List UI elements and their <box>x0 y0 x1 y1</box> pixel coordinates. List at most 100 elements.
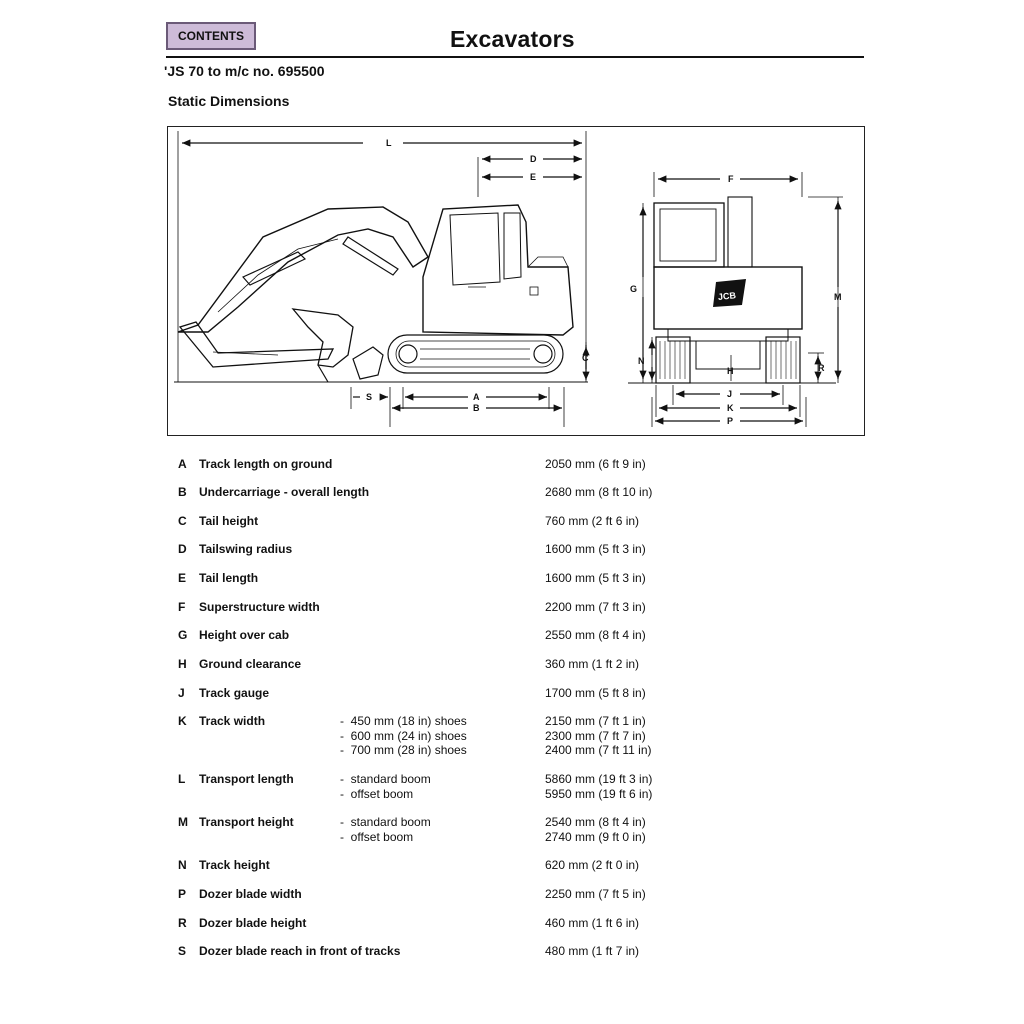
dim-label-e: E <box>530 172 536 182</box>
spec-values: 460 mm (1 ft 6 in) <box>545 916 639 931</box>
spec-value: 480 mm (1 ft 7 in) <box>545 944 640 958</box>
spec-values: 2050 mm (6 ft 9 in) <box>545 457 646 472</box>
spec-option: - standard boom <box>340 772 431 787</box>
spec-label: Dozer blade width <box>199 887 302 901</box>
spec-letter: K <box>178 714 187 728</box>
spec-values: 2250 mm (7 ft 5 in) <box>545 887 646 902</box>
spec-label: Track height <box>199 858 270 872</box>
spec-values: 1600 mm (5 ft 3 in) <box>545 571 646 586</box>
spec-option-text: standard boom <box>350 772 431 786</box>
spec-value: 5860 mm (19 ft 3 in) <box>545 772 653 786</box>
spec-option-text: 450 mm (18 in) shoes <box>350 714 467 728</box>
spec-values: 1700 mm (5 ft 8 in) <box>545 686 646 701</box>
spec-letter: F <box>178 600 186 614</box>
spec-letter: E <box>178 571 187 585</box>
spec-value: 2050 mm (6 ft 9 in) <box>545 457 646 471</box>
spec-label: Dozer blade reach in front of tracks <box>199 944 401 958</box>
spec-letter: L <box>178 772 186 786</box>
dim-label-a: A <box>473 392 480 402</box>
spec-letter: P <box>178 887 187 901</box>
spec-value: 1600 mm (5 ft 3 in) <box>545 542 646 556</box>
dim-label-b: B <box>473 403 480 413</box>
spec-label: Tailswing radius <box>199 542 293 556</box>
spec-value: 2400 mm (7 ft 11 in) <box>545 743 652 757</box>
spec-options: - 450 mm (18 in) shoes- 600 mm (24 in) s… <box>340 714 467 758</box>
spec-options: - standard boom- offset boom <box>340 772 431 801</box>
spec-values: 2200 mm (7 ft 3 in) <box>545 600 646 615</box>
contents-button[interactable]: CONTENTS <box>166 22 256 50</box>
spec-values: 2680 mm (8 ft 10 in) <box>545 485 652 500</box>
spec-value: 2680 mm (8 ft 10 in) <box>545 485 653 499</box>
spec-value: 2540 mm (8 ft 4 in) <box>545 815 646 829</box>
dim-label-f: F <box>728 174 734 184</box>
option-dash: - <box>340 815 351 829</box>
page-title: Excavators <box>450 26 575 52</box>
spec-value: 460 mm (1 ft 6 in) <box>545 916 640 930</box>
spec-label: Track width <box>199 714 266 728</box>
dim-label-s: S <box>366 392 372 402</box>
spec-values: 1600 mm (5 ft 3 in) <box>545 542 646 557</box>
spec-letter: G <box>178 628 188 642</box>
dim-label-g: G <box>630 284 637 294</box>
spec-label: Track gauge <box>199 686 270 700</box>
spec-option: - 450 mm (18 in) shoes <box>340 714 467 729</box>
option-dash: - <box>340 728 351 743</box>
spec-label: Transport height <box>199 815 294 829</box>
spec-values: 480 mm (1 ft 7 in) <box>545 944 639 959</box>
spec-value: 1700 mm (5 ft 8 in) <box>545 686 646 700</box>
spec-option: - 700 mm (28 in) shoes <box>340 743 467 758</box>
spec-option: - offset boom <box>340 787 431 802</box>
spec-values: 2550 mm (8 ft 4 in) <box>545 628 646 643</box>
spec-value: 5950 mm (19 ft 6 in) <box>545 786 653 801</box>
spec-label: Height over cab <box>199 628 290 642</box>
dim-label-h: H <box>727 366 734 376</box>
spec-values: 2150 mm (7 ft 1 in)2300 mm (7 ft 7 in)24… <box>545 714 652 758</box>
excavator-drawing: L D E C S A B F G M N H R J K P JCB <box>174 131 843 427</box>
spec-option-text: offset boom <box>350 829 414 844</box>
spec-letter: A <box>178 457 187 471</box>
dim-label-d: D <box>530 154 537 164</box>
dim-label-k: K <box>727 403 734 413</box>
spec-value: 2300 mm (7 ft 7 in) <box>545 728 646 743</box>
spec-option: - offset boom <box>340 830 431 845</box>
spec-label: Superstructure width <box>199 600 320 614</box>
spec-letter: D <box>178 542 187 556</box>
spec-value: 2550 mm (8 ft 4 in) <box>545 628 646 642</box>
spec-option-text: 700 mm (28 in) shoes <box>350 743 467 757</box>
spec-value: 2740 mm (9 ft 0 in) <box>545 829 646 844</box>
spec-value: 760 mm (2 ft 6 in) <box>545 514 640 528</box>
dim-label-p: P <box>727 416 733 426</box>
spec-option: - standard boom <box>340 815 431 830</box>
spec-letter: M <box>178 815 188 829</box>
spec-label: Tail length <box>199 571 259 585</box>
spec-letter: J <box>178 686 185 700</box>
spec-letter: N <box>178 858 187 872</box>
spec-value: 1600 mm (5 ft 3 in) <box>545 571 646 585</box>
spec-values: 360 mm (1 ft 2 in) <box>545 657 639 672</box>
option-dash: - <box>340 786 351 801</box>
spec-option-text: standard boom <box>350 815 431 829</box>
spec-letter: R <box>178 916 187 930</box>
dim-label-m: M <box>834 292 842 302</box>
dimensions-diagram: L D E C S A B F G M N H R J K P JCB <box>167 126 865 436</box>
dim-label-n: N <box>638 356 645 366</box>
section-heading: Static Dimensions <box>168 93 290 109</box>
spec-values: 760 mm (2 ft 6 in) <box>545 514 639 529</box>
spec-values: 2540 mm (8 ft 4 in)2740 mm (9 ft 0 in) <box>545 815 646 844</box>
spec-value: 2250 mm (7 ft 5 in) <box>545 887 646 901</box>
spec-letter: B <box>178 485 187 499</box>
dim-label-l: L <box>386 138 392 148</box>
spec-values: 5860 mm (19 ft 3 in)5950 mm (19 ft 6 in) <box>545 772 652 801</box>
option-dash: - <box>340 829 351 844</box>
dim-label-j: J <box>727 389 732 399</box>
spec-label: Undercarriage - overall length <box>199 485 370 499</box>
spec-option: - 600 mm (24 in) shoes <box>340 729 467 744</box>
spec-label: Ground clearance <box>199 657 302 671</box>
option-dash: - <box>340 714 351 728</box>
spec-label: Tail height <box>199 514 259 528</box>
spec-letter: C <box>178 514 187 528</box>
spec-value: 360 mm (1 ft 2 in) <box>545 657 640 671</box>
dim-label-r: R <box>818 363 825 373</box>
spec-label: Dozer blade height <box>199 916 307 930</box>
spec-values: 620 mm (2 ft 0 in) <box>545 858 639 873</box>
